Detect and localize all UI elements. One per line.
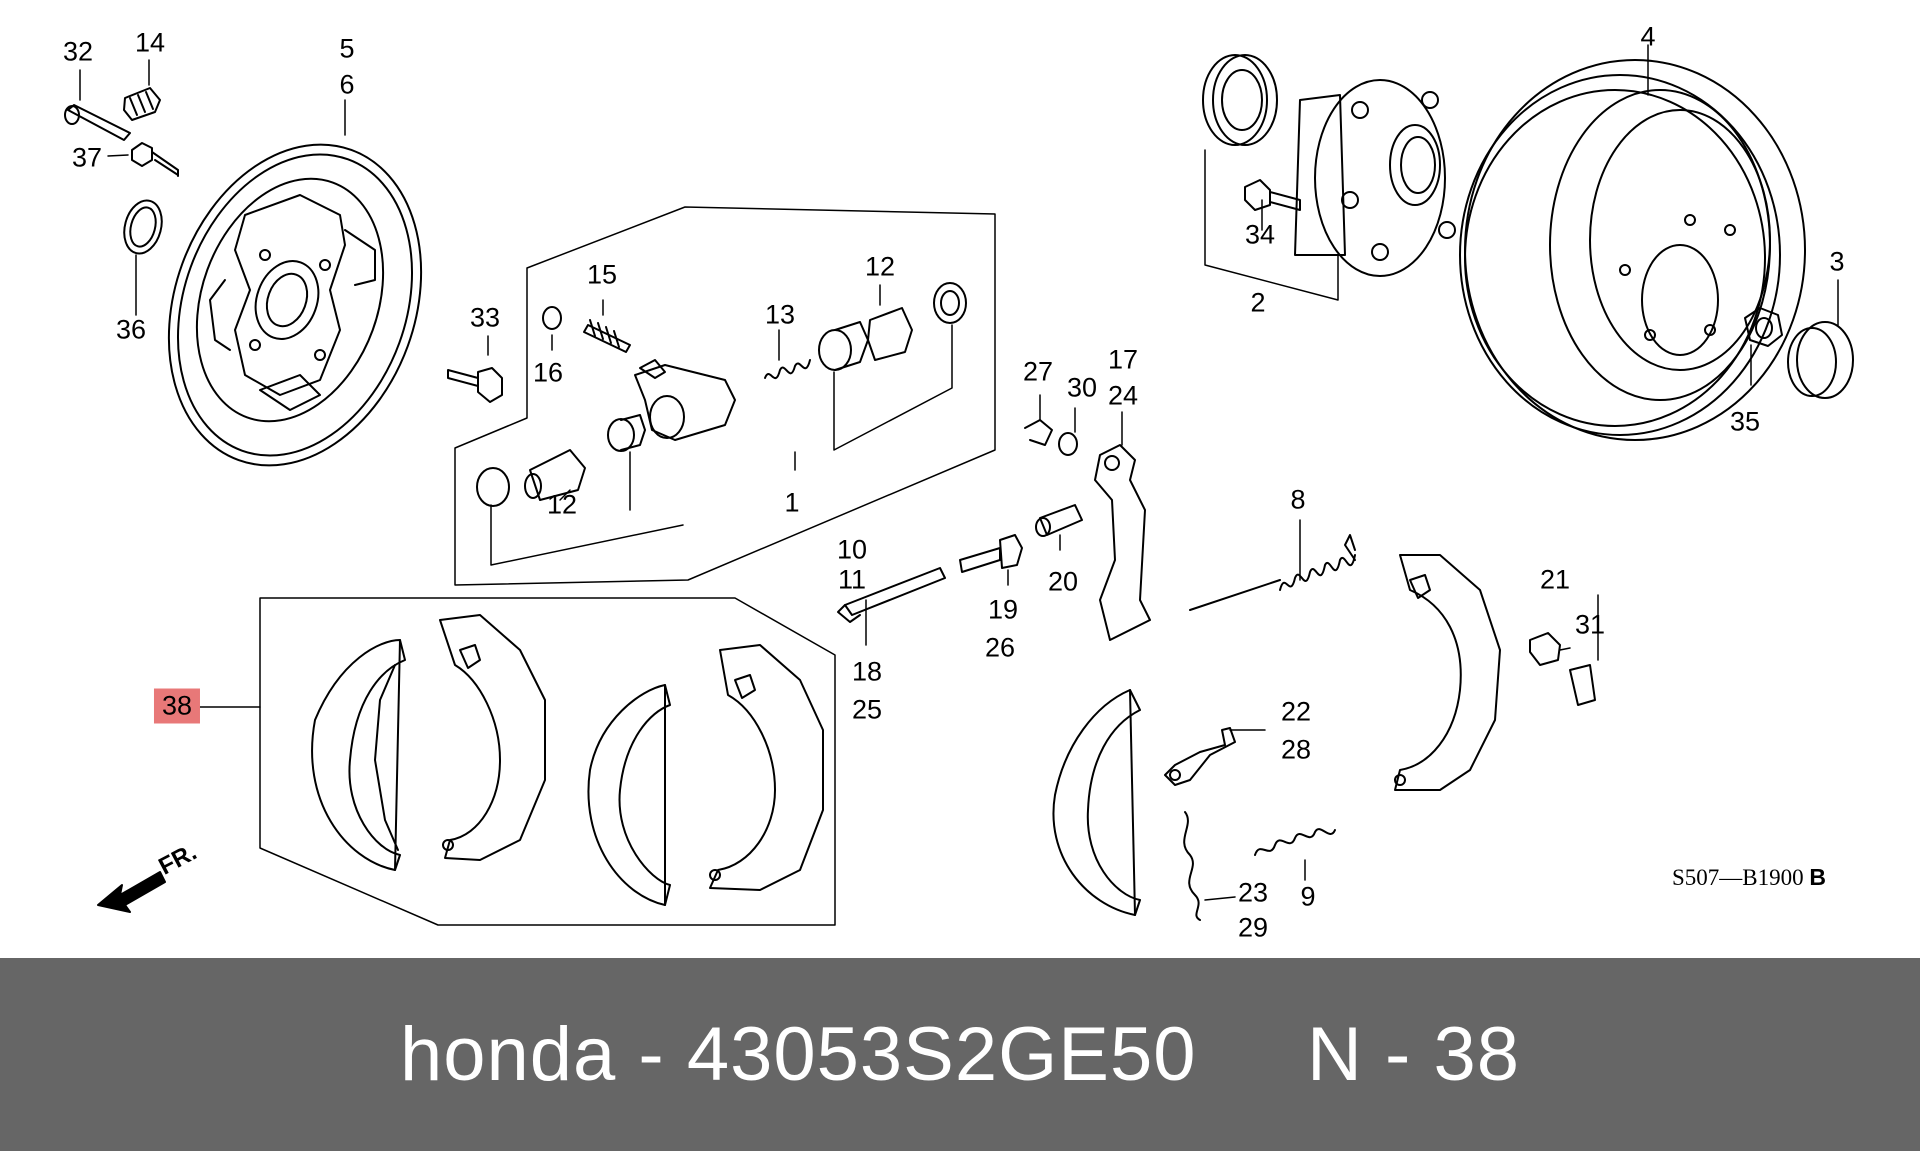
callout-2: 2 (1250, 287, 1266, 318)
callout-3: 3 (1829, 246, 1845, 277)
callout-29: 29 (1237, 912, 1269, 943)
callout-12-top: 12 (864, 251, 896, 282)
callout-19: 19 (987, 594, 1019, 625)
callout-16: 16 (532, 357, 564, 388)
caption-bar: honda - 43053S2GE50 N - 38 (0, 958, 1920, 1151)
wheel-cylinder-group (447, 206, 996, 586)
callout-27: 27 (1022, 356, 1054, 387)
callout-17: 17 (1107, 344, 1139, 375)
brake-shoe-set (199, 597, 836, 926)
parking-brake-hardware (837, 419, 1599, 921)
diagram-code: S507—B1900 B (1672, 864, 1827, 890)
hub-and-drum (1202, 54, 1854, 441)
callout-20: 20 (1047, 566, 1079, 597)
backing-plate (167, 143, 423, 467)
callout-11: 11 (837, 564, 867, 595)
callout-21: 21 (1539, 564, 1571, 595)
callout-36: 36 (115, 314, 147, 345)
callout-5: 5 (339, 33, 355, 64)
parts-diagram: 32 14 5 6 37 36 15 12 33 16 13 12 1 10 1… (62, 21, 1854, 943)
callout-32: 32 (62, 36, 94, 67)
callout-8: 8 (1290, 484, 1306, 515)
callout-34: 34 (1244, 219, 1276, 250)
callout-15: 15 (586, 259, 618, 290)
exploded-view-drawing (64, 44, 1854, 926)
callout-35: 35 (1729, 406, 1761, 437)
callout-12-bottom: 12 (546, 489, 578, 520)
callout-14: 14 (134, 27, 166, 58)
callout-33: 33 (469, 302, 501, 333)
callout-24: 24 (1107, 380, 1139, 411)
callout-4: 4 (1640, 21, 1656, 52)
callout-10: 10 (836, 534, 868, 565)
small-hardware-top-left (64, 87, 179, 255)
callout-38-highlighted[interactable]: 38 (153, 688, 201, 724)
callout-30: 30 (1066, 372, 1098, 403)
callout-28: 28 (1280, 734, 1312, 765)
callout-9: 9 (1300, 881, 1316, 912)
callout-6: 6 (339, 69, 355, 100)
leader-lines (79, 44, 1839, 901)
callout-18: 18 (851, 656, 883, 687)
front-arrow-icon (97, 871, 166, 913)
callout-26: 26 (984, 632, 1016, 663)
installed-shoes (1052, 554, 1501, 916)
callout-1: 1 (784, 487, 800, 518)
callout-31: 31 (1574, 609, 1606, 640)
callout-23: 23 (1237, 877, 1269, 908)
callout-13: 13 (764, 299, 796, 330)
callout-37: 37 (71, 142, 103, 173)
callout-22: 22 (1280, 696, 1312, 727)
part-number-caption: honda - 43053S2GE50 N - 38 (399, 1012, 1521, 1097)
callout-25: 25 (851, 694, 883, 725)
